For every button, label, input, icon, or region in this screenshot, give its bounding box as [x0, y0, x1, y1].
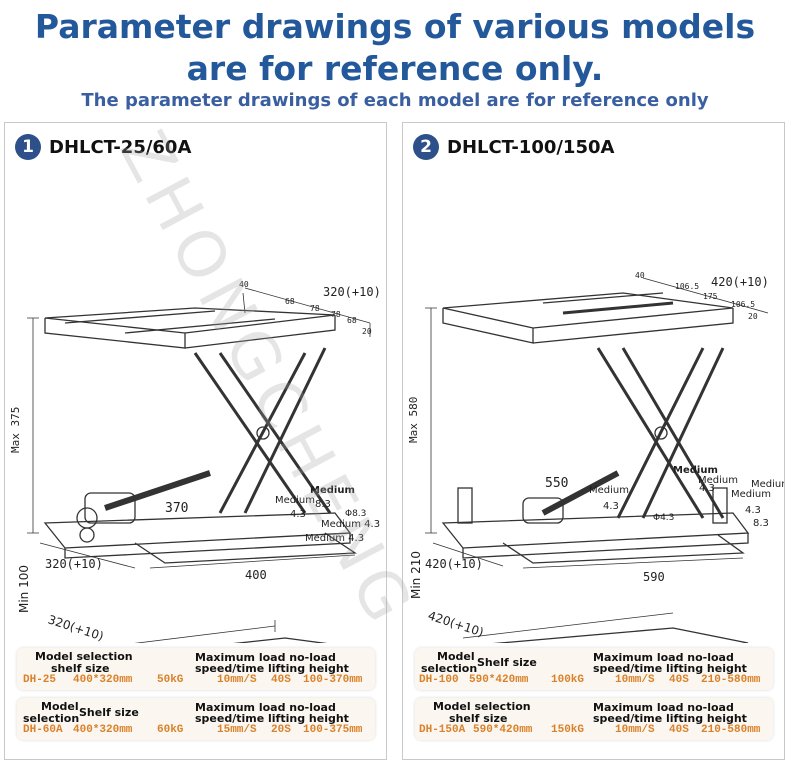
dim-value: Φ8.3 [345, 509, 367, 519]
dim-min-height: Min 210 [409, 550, 423, 599]
dim-value: 4.3 [699, 483, 715, 494]
svg-text:78: 78 [331, 310, 341, 319]
dim-label: Medium [698, 475, 738, 486]
dim-value: Φ4.3 [653, 513, 675, 523]
svg-text:20: 20 [748, 312, 758, 321]
model-panel-1: 1 DHLCT-25/60A [4, 122, 387, 760]
svg-text:40: 40 [239, 280, 249, 289]
model-name: DHLCT-100/150A [447, 136, 615, 158]
dim-label: Medium [751, 479, 784, 490]
dim-collapsed-length: 370 [165, 501, 189, 516]
dim-width: 420(+10) [711, 275, 769, 289]
number-badge: 2 [413, 134, 439, 160]
dim-length: 400 [245, 568, 267, 582]
page-subtitle: The parameter drawings of each model are… [81, 90, 709, 111]
svg-text:78: 78 [310, 304, 320, 313]
spec-card: Model selection shelf size Maximum load … [415, 698, 773, 740]
dim-label: Medium [731, 489, 771, 500]
dim-label: Medium [275, 495, 315, 506]
dim-value: 4.3 [745, 505, 761, 516]
dim-label: Medium [310, 485, 355, 496]
svg-text:68: 68 [285, 297, 295, 306]
dim-value: 4.3 [603, 501, 619, 512]
model-panel-2: 2 DHLCT-100/150A Max 580 [402, 122, 785, 760]
svg-text:106.5: 106.5 [675, 282, 699, 291]
dim-label: Medium [673, 465, 718, 476]
svg-text:106.5: 106.5 [731, 300, 755, 309]
dim-label: Medium 4.3 [321, 519, 381, 530]
dim-value: 8.3 [315, 499, 331, 510]
svg-text:68: 68 [347, 316, 357, 325]
dim-width: 320(+10) [323, 285, 381, 299]
spec-card: Model selection shelf size Maximum load … [17, 648, 375, 690]
svg-text:20: 20 [362, 327, 372, 336]
number-badge: 1 [15, 134, 41, 160]
dim-depth: 420(+10) [425, 557, 483, 571]
page-title-line1: Parameter drawings of various models [34, 7, 756, 46]
model-name: DHLCT-25/60A [49, 136, 192, 158]
technical-drawing-right: Max 580 420(+10) 590 420(+10) 40 106.5 1… [407, 271, 769, 643]
svg-text:40: 40 [635, 271, 645, 280]
technical-drawing-left: Max 375 320(+10) 400 320(+10) 40 68 78 7… [9, 280, 381, 643]
dim-max-height: Max 580 [407, 397, 420, 443]
dim-min-height: Min 100 [17, 564, 31, 613]
dim-max-height: Max 375 [9, 407, 22, 453]
panel-header: 1 DHLCT-25/60A [15, 133, 191, 161]
dim-value: 8.3 [753, 518, 769, 529]
dim-label: Medium [589, 485, 629, 496]
dim-value: 4.3 [290, 509, 306, 520]
dim-length: 590 [643, 570, 665, 584]
dim-label: Medium 4.3 [305, 533, 365, 544]
page-title-line2: are for reference only. [186, 49, 604, 88]
panel-header: 2 DHLCT-100/150A [413, 133, 614, 161]
dim-collapsed-length: 550 [545, 476, 569, 491]
dim-depth: 320(+10) [45, 557, 103, 571]
spec-card: Model selection Shelf size Maximum load … [17, 698, 375, 740]
spec-card: Model selection Shelf size Maximum load … [415, 648, 773, 690]
svg-text:175: 175 [703, 292, 718, 301]
